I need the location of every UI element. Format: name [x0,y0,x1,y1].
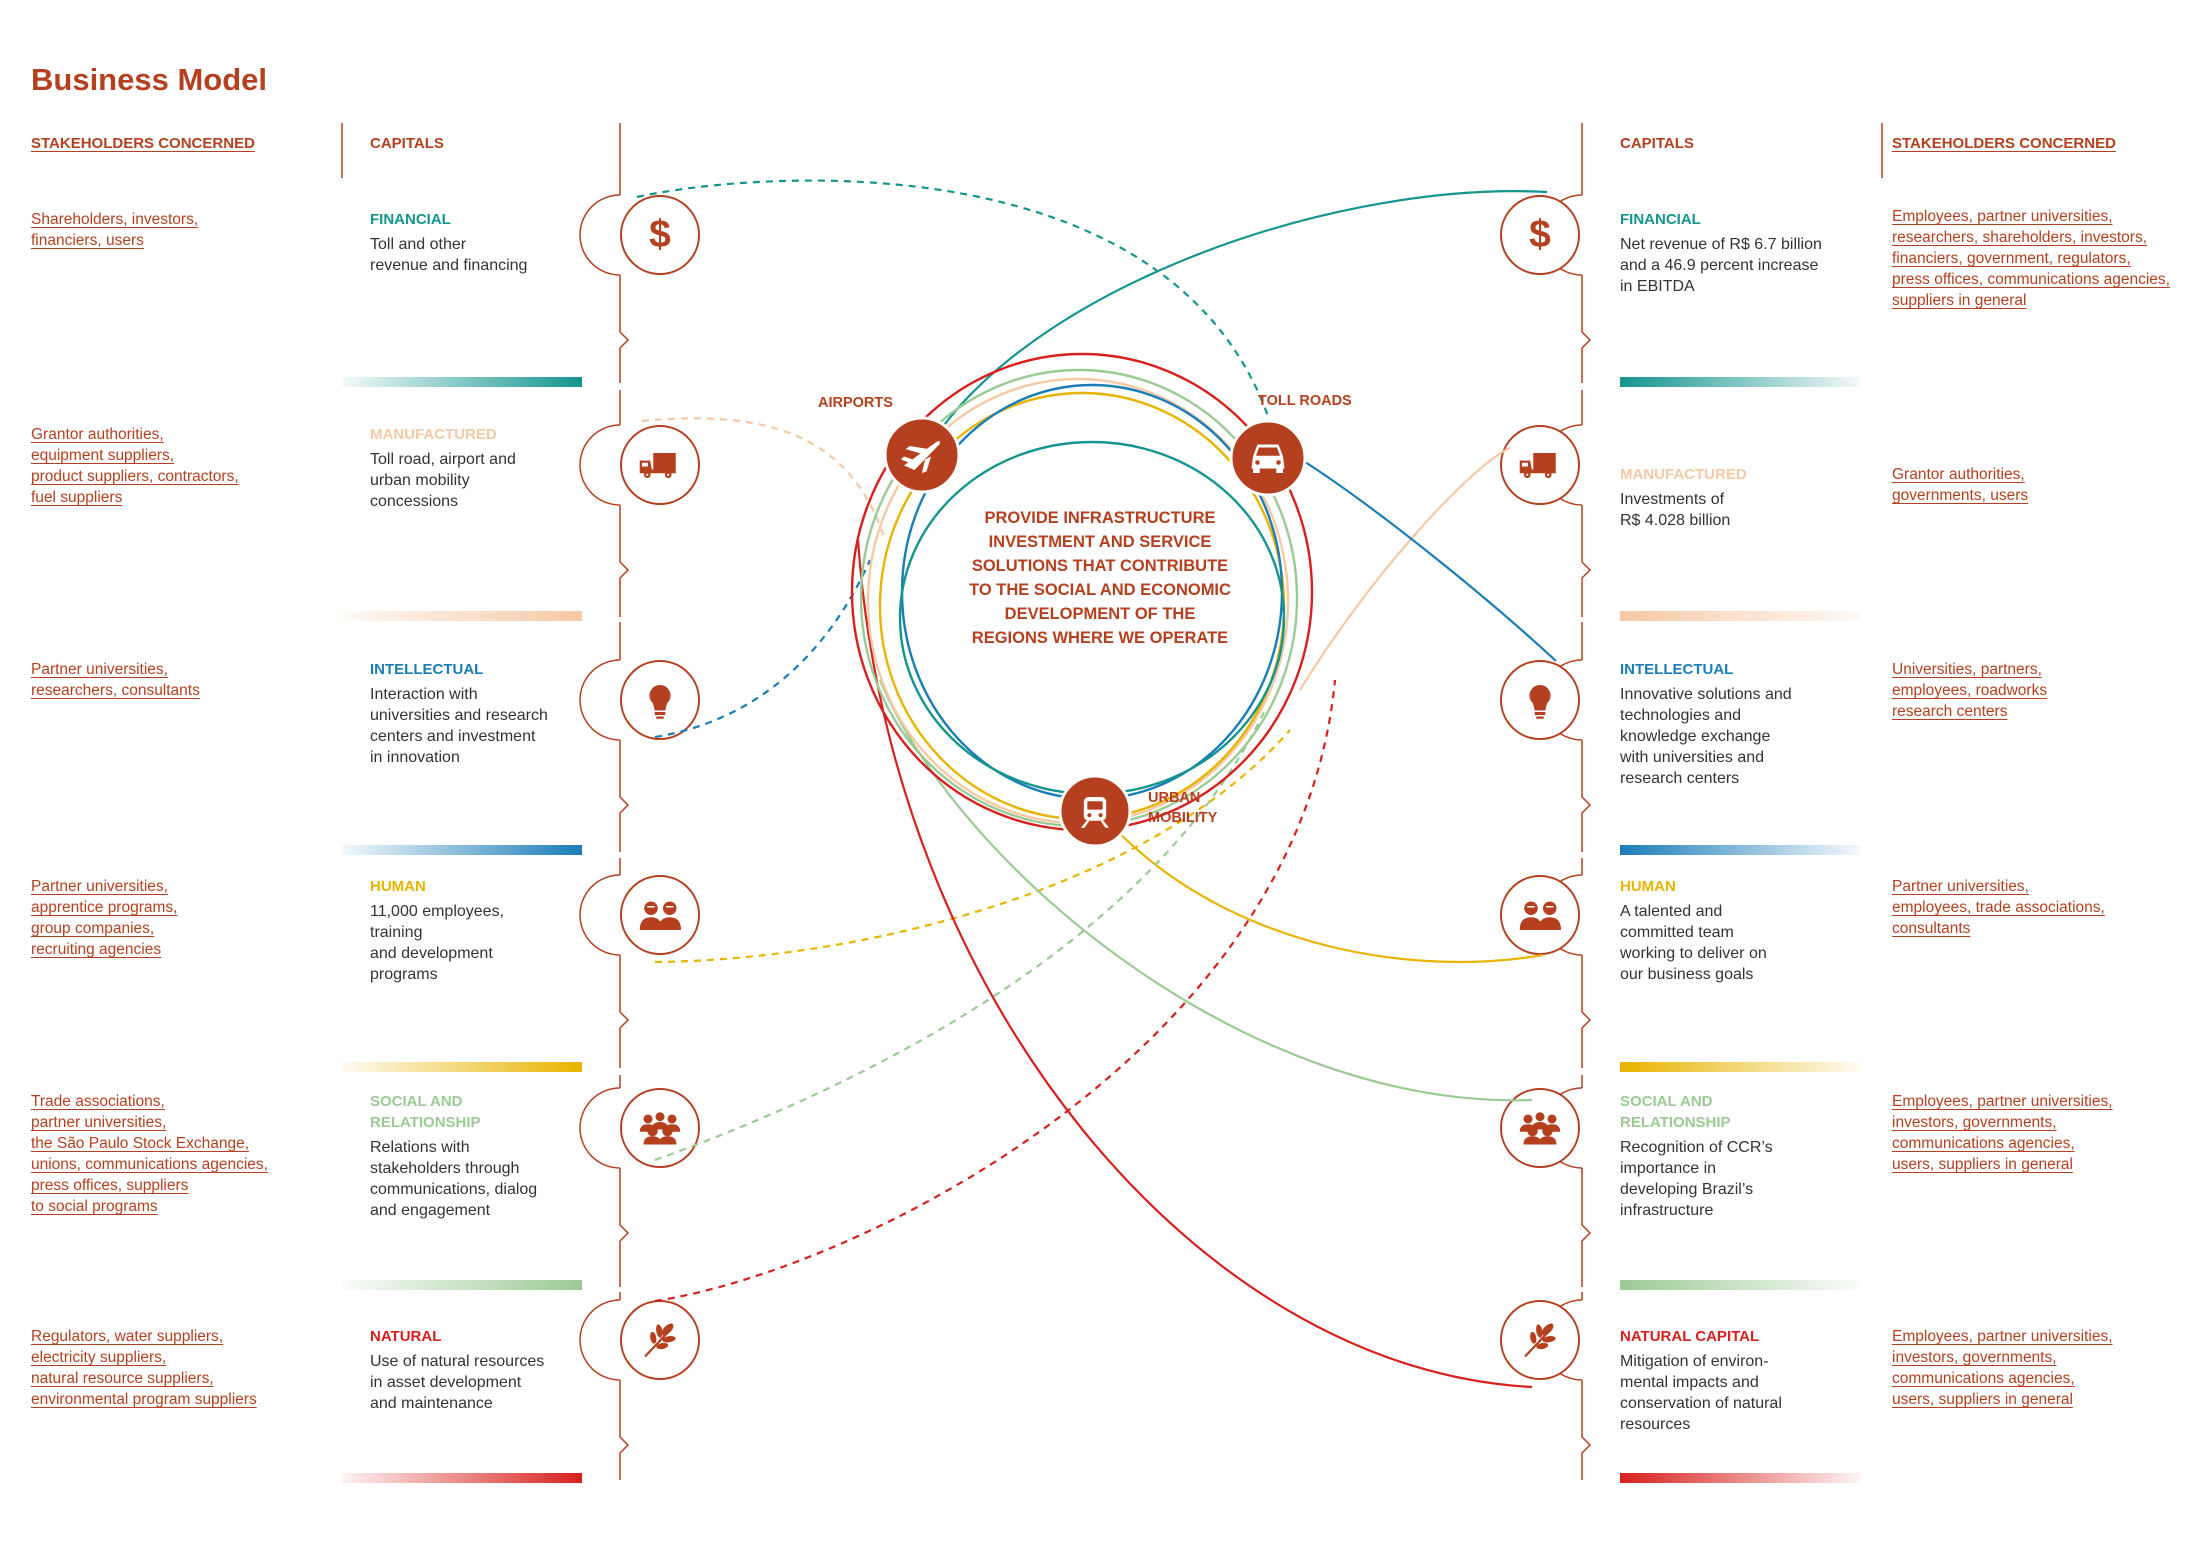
curve-social-out [878,679,1533,1102]
right-capital-description: Investments of R$ 4.028 billion [1620,491,1731,529]
right-capital-description: Mitigation of environ- mental impacts an… [1620,1353,1782,1433]
right-stakeholder-list: Grantor authorities, governments, users [1892,466,2029,504]
airports-label: AIRPORTS [818,395,893,411]
page-title: Business Model [31,62,267,97]
left-capital-name: INTELLECTUAL [370,661,484,678]
left-capital-description: Use of natural resources in asset develo… [370,1353,545,1412]
left-stakeholder-list: Grantor authorities, equipment suppliers… [31,426,239,506]
left-capital-description: 11,000 employees, training and developme… [370,903,505,983]
left-capital-band [342,1062,582,1072]
left-capital-description: Interaction with universities and resear… [370,686,548,766]
toll-roads-hub-icon [1229,419,1307,497]
left-capital-band [342,611,582,621]
right-stakeholder-list: Employees, partner universities, investo… [1892,1328,2113,1408]
left-icon-spine [619,1292,630,1480]
urban-mobility-hub-icon [1058,774,1132,848]
right-icon-spine [1581,178,1592,383]
left-group-icon [620,1088,700,1168]
right-capital-name: NATURAL CAPITAL [1620,1328,1760,1345]
left-truck-icon [620,425,700,505]
left-capital-name: HUMAN [370,878,426,895]
right-capital-description: Recognition of CCR’s importance in devel… [1620,1139,1773,1219]
right-icon-spine [1581,390,1592,617]
right-capital-name: INTELLECTUAL [1620,661,1734,678]
left-icon-spine [619,390,630,617]
right-stakeholder-list: Universities, partners, employees, roadw… [1892,661,2048,720]
left-capital-description: Relations with stakeholders through comm… [370,1139,538,1219]
left-capitals-header: CAPITALS [370,135,444,152]
curve-financial-in [636,179,1274,429]
left-people-icon [620,875,700,955]
right-group-icon [1500,1088,1580,1168]
left-icon-spine [619,1075,630,1287]
left-dollar-icon [620,195,700,275]
right-icon-spine [1581,1075,1592,1287]
right-icon-spine [1581,622,1592,852]
left-capital-name: SOCIAL AND RELATIONSHIP [370,1093,481,1131]
right-capitals-header: CAPITALS [1620,135,1694,152]
left-stakeholder-list: Shareholders, investors, financiers, use… [31,211,199,249]
left-leaf-icon [620,1300,700,1380]
right-truck-icon [1500,425,1580,505]
curve-natural-in [654,679,1337,1303]
left-stakeholder-list: Partner universities, apprentice program… [31,878,178,958]
right-capital-band [1620,611,1860,621]
central-mission-statement: PROVIDE INFRASTRUCTURE INVESTMENT AND SE… [969,509,1231,647]
right-capital-band [1620,1473,1860,1483]
right-capital-name: HUMAN [1620,878,1676,895]
curve-human-in [654,729,1291,964]
right-stakeholders-header: STAKEHOLDERS CONCERNED [1892,135,2116,152]
left-capital-description: Toll road, airport and urban mobility co… [370,451,516,510]
left-icon-spine [619,178,630,383]
left-icon-spine [619,858,630,1068]
left-capital-name: FINANCIAL [370,211,451,228]
right-dollar-icon [1500,195,1580,275]
right-stakeholder-list: Employees, partner universities, researc… [1892,208,2170,309]
left-capital-name: NATURAL [370,1328,442,1345]
airports-hub-icon [883,416,961,494]
left-stakeholder-list: Regulators, water suppliers, electricity… [31,1328,257,1408]
right-stakeholder-list: Partner universities, employees, trade a… [1892,878,2105,937]
left-lightbulb-icon [620,660,700,740]
toll-roads-label: TOLL ROADS [1258,393,1352,409]
right-icon-spine [1581,858,1592,1068]
curve-social-in [654,709,1266,1162]
left-stakeholder-list: Trade associations, partner universities… [31,1093,268,1215]
right-people-icon [1500,875,1580,955]
curve-human-out [1089,799,1544,964]
right-capital-name: FINANCIAL [1620,211,1701,228]
left-capital-name: MANUFACTURED [370,426,497,443]
curve-financial-out [917,190,1548,468]
curve-intellectual-out [1301,459,1557,662]
right-capital-description: Net revenue of R$ 6.7 billion and a 46.9… [1620,236,1822,295]
right-stakeholder-list: Employees, partner universities, investo… [1892,1093,2113,1173]
right-capital-description: Innovative solutions and technologies an… [1620,686,1792,787]
right-leaf-icon [1500,1300,1580,1380]
right-capital-band [1620,1280,1860,1290]
row-structure [342,178,1860,1483]
curve-manufactured-in [641,417,887,541]
left-icon-spine [619,622,630,852]
right-capital-description: A talented and committed team working to… [1620,903,1767,983]
right-icon-spine [1581,1292,1592,1480]
left-stakeholders-header: STAKEHOLDERS CONCERNED [31,135,255,152]
left-capital-band [342,1473,582,1483]
left-capital-description: Toll and other revenue and financing [370,236,528,274]
urban-mobility-label: URBAN MOBILITY [1148,790,1218,826]
left-capital-band [342,1280,582,1290]
right-capital-band [1620,845,1860,855]
right-capital-band [1620,377,1860,387]
right-capital-name: SOCIAL AND RELATIONSHIP [1620,1093,1731,1131]
left-stakeholder-list: Partner universities, researchers, consu… [31,661,200,699]
left-capital-band [342,845,582,855]
right-capital-name: MANUFACTURED [1620,466,1747,483]
right-capital-band [1620,1062,1860,1072]
curve-natural-out [856,539,1533,1389]
curve-manufactured-out [1299,446,1511,691]
right-lightbulb-icon [1500,660,1580,740]
left-capital-band [342,377,582,387]
